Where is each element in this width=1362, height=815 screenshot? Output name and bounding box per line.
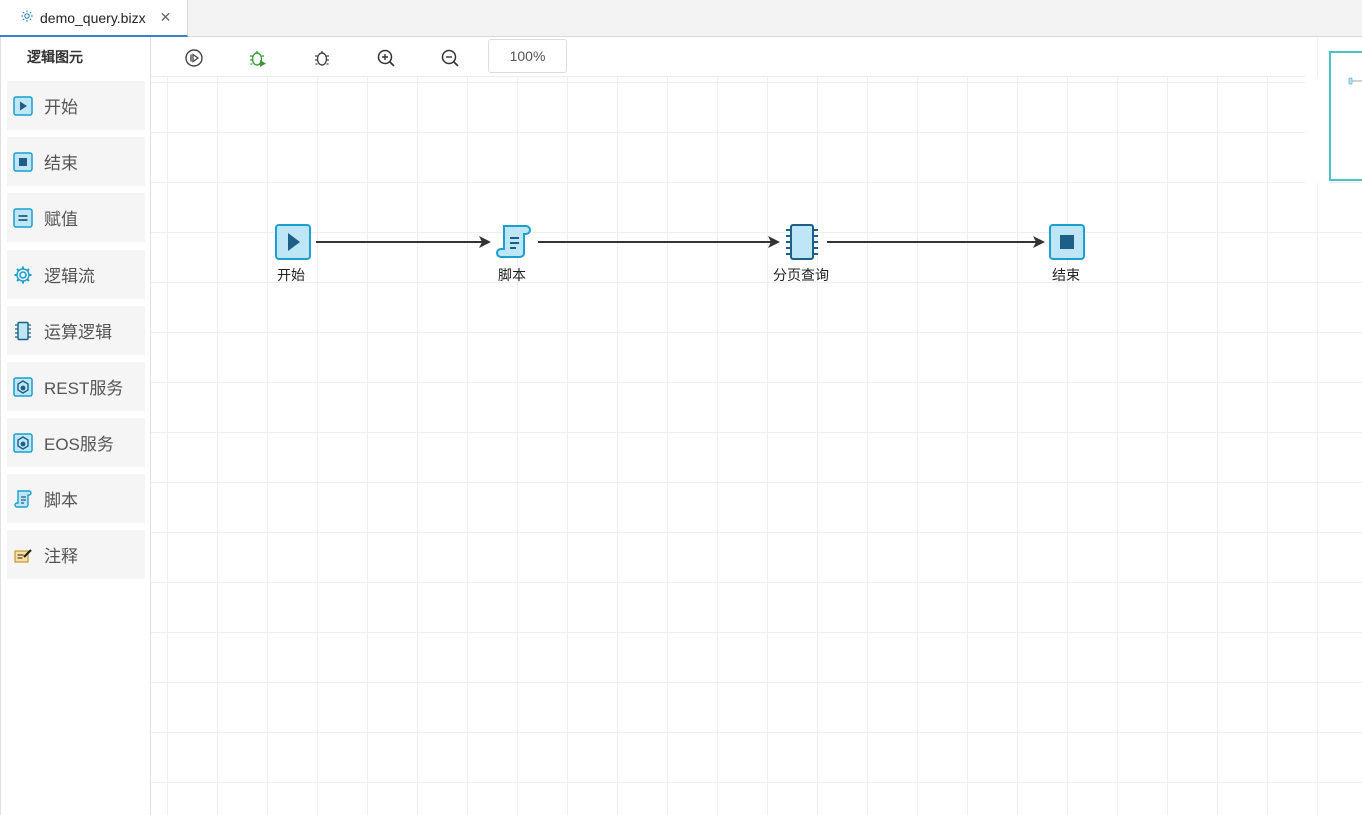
minimap[interactable]	[1329, 51, 1362, 181]
flow-node-label: 开始	[277, 267, 305, 283]
palette-title: 逻辑图元	[27, 49, 83, 65]
gear-icon	[20, 9, 34, 26]
palette-item-label: EOS服务	[44, 435, 114, 454]
play-icon	[275, 224, 311, 264]
flow-node-script[interactable]	[495, 223, 533, 266]
rest-service-icon	[12, 376, 34, 398]
palette-item-label: 运算逻辑	[44, 323, 112, 342]
minimap-preview	[1348, 77, 1362, 85]
palette-item-rest-service[interactable]: REST服务	[7, 362, 145, 411]
stop-icon	[1049, 224, 1085, 264]
debug-icon[interactable]	[246, 46, 270, 70]
flow-node-start[interactable]	[275, 224, 311, 265]
palette-item-label: 结束	[44, 154, 78, 173]
palette-item-label: 脚本	[44, 491, 78, 510]
equals-icon	[12, 207, 34, 229]
annotation-icon	[12, 544, 34, 566]
tab-title: demo_query.bizx	[40, 9, 146, 26]
canvas-toolbar: 100%	[151, 37, 1305, 77]
palette-item-eos-service[interactable]: EOS服务	[7, 418, 145, 467]
stop-debug-icon[interactable]	[310, 46, 334, 70]
zoom-out-icon[interactable]	[438, 46, 462, 70]
zoom-in-icon[interactable]	[374, 46, 398, 70]
palette-item-script[interactable]: 脚本	[7, 474, 145, 523]
minimap-backdrop	[1305, 77, 1329, 183]
palette-item-label: 开始	[44, 98, 78, 117]
flow-node-paged-query[interactable]	[783, 223, 821, 266]
tab-bar: demo_query.bizx ✕	[0, 0, 1362, 37]
script-icon	[495, 225, 533, 265]
palette-item-label: 赋值	[44, 210, 78, 229]
chip-icon	[783, 224, 821, 265]
palette-item-end[interactable]: 结束	[7, 137, 145, 186]
tab-demo-query[interactable]: demo_query.bizx ✕	[0, 0, 188, 37]
flow-node-end[interactable]	[1049, 224, 1085, 265]
script-icon	[12, 488, 34, 510]
palette-item-assign[interactable]: 赋值	[7, 193, 145, 242]
palette-item-label: 注释	[44, 547, 78, 566]
close-icon[interactable]: ✕	[159, 9, 172, 25]
run-icon[interactable]	[182, 46, 206, 70]
stop-icon	[12, 151, 34, 173]
zoom-level[interactable]: 100%	[488, 39, 567, 73]
play-icon	[12, 95, 34, 117]
palette-item-label: 逻辑流	[44, 267, 95, 286]
palette-item-logic-flow[interactable]: 逻辑流	[7, 250, 145, 299]
palette-item-label: REST服务	[44, 379, 124, 398]
flow-node-label: 结束	[1052, 267, 1080, 283]
palette-item-operation-logic[interactable]: 运算逻辑	[7, 306, 145, 355]
palette-item-annotation[interactable]: 注释	[7, 530, 145, 579]
chip-icon	[12, 320, 34, 342]
palette-item-start[interactable]: 开始	[7, 81, 145, 130]
flow-node-label: 分页查询	[773, 267, 829, 283]
flow-node-label: 脚本	[498, 267, 526, 283]
eos-service-icon	[12, 432, 34, 454]
flow-canvas[interactable]	[151, 37, 1362, 815]
gear-icon	[12, 264, 34, 286]
